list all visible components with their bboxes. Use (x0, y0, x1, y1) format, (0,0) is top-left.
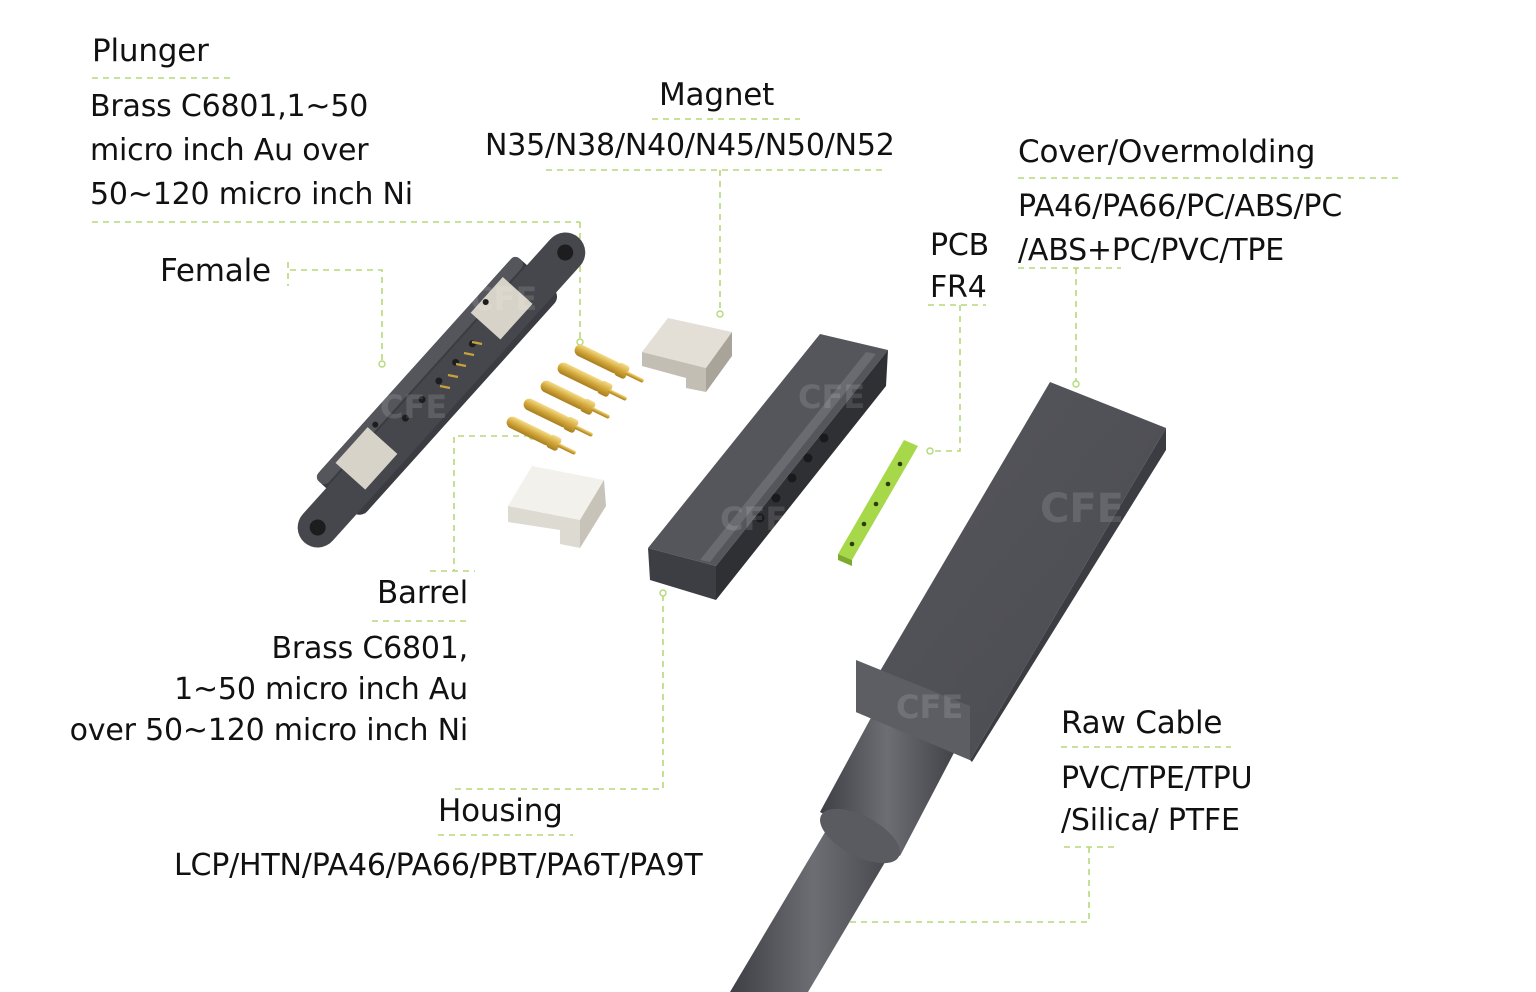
pogo-pins (506, 344, 644, 455)
magnet-bottom (508, 466, 606, 548)
svg-text:CFE: CFE (1040, 486, 1124, 532)
housing-title: Housing (438, 793, 563, 829)
raw-cable-title: Raw Cable (1061, 705, 1223, 741)
magnet-description: N35/N38/N40/N45/N50/N52 (485, 128, 895, 163)
barrel-description: Brass C6801, 1~50 micro inch Au over 50~… (40, 628, 469, 751)
female-connector (297, 232, 586, 548)
cover-overmolding-part (856, 382, 1166, 762)
magnet-title: Magnet (659, 77, 775, 113)
plunger-line-3: 50~120 micro inch Ni (90, 177, 413, 212)
plunger-description: Brass C6801,1~50 micro inch Au over 50~1… (90, 85, 413, 217)
pcb-part (838, 440, 918, 566)
pcb-label: PCB FR4 (930, 225, 989, 309)
svg-text:CFE: CFE (380, 388, 447, 426)
magnet-top (642, 318, 732, 392)
svg-text:CFE: CFE (720, 500, 787, 538)
svg-text:CFE: CFE (470, 280, 537, 318)
female-title: Female (160, 253, 271, 289)
housing-description: LCP/HTN/PA46/PA66/PBT/PA6T/PA9T (174, 848, 703, 883)
barrel-line-3: over 50~120 micro inch Ni (69, 713, 469, 748)
cover-title: Cover/Overmolding (1018, 134, 1316, 170)
leader-lines (92, 77, 1403, 923)
cover-description: PA46/PA66/PC/ABS/PC /ABS+PC/PVC/TPE (1018, 185, 1342, 273)
cover-line-2: /ABS+PC/PVC/TPE (1018, 233, 1285, 268)
barrel-line-1: Brass C6801, (271, 631, 468, 666)
pcb-material: FR4 (930, 270, 987, 305)
plunger-line-2: micro inch Au over (90, 133, 369, 168)
pcb-title: PCB (930, 228, 990, 263)
plunger-line-1: Brass C6801,1~50 (90, 89, 369, 124)
svg-text:CFE: CFE (896, 688, 963, 726)
barrel-title: Barrel (376, 575, 468, 611)
housing-part (648, 334, 888, 600)
svg-text:CFE: CFE (798, 378, 865, 416)
raw-cable-description: PVC/TPE/TPU /Silica/ PTFE (1061, 758, 1253, 842)
raw-cable-line-2: /Silica/ PTFE (1061, 803, 1240, 838)
plunger-title: Plunger (92, 33, 209, 69)
raw-cable-line-1: PVC/TPE/TPU (1061, 761, 1253, 796)
watermark: CFE CFE CFE CFE CFE CFE (380, 280, 1124, 726)
barrel-line-2: 1~50 micro inch Au (174, 672, 468, 707)
cover-line-1: PA46/PA66/PC/ABS/PC (1018, 189, 1343, 224)
